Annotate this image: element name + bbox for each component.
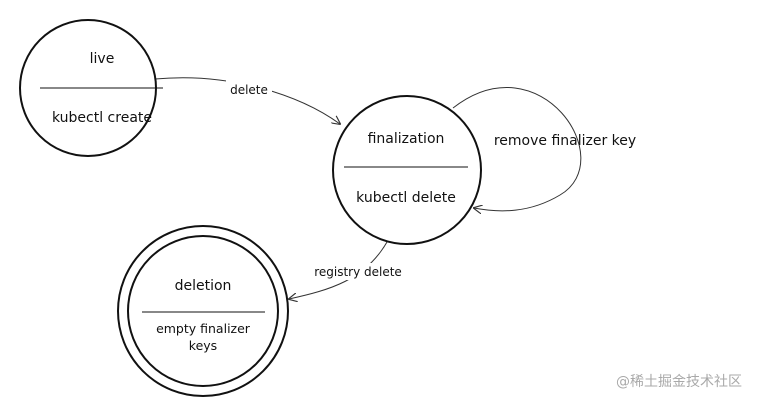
edge-delete-label: delete [230, 83, 268, 97]
state-deletion-action-line2: keys [189, 338, 217, 353]
state-finalization: finalization kubectl delete [332, 95, 482, 245]
edge-delete-label-bg [226, 80, 272, 98]
state-live-title: live [90, 51, 115, 67]
edge-remove-finalizer-key [452, 87, 582, 210]
edge-registry-delete-label-bg [308, 263, 408, 280]
edge-remove-finalizer-key-line [452, 87, 582, 210]
edge-registry-delete-line [289, 241, 388, 299]
watermark-text: @稀土掘金技术社区 [616, 374, 742, 390]
state-live: live kubectl create [19, 19, 163, 157]
edge-registry-delete [289, 241, 388, 299]
state-deletion: deletion empty finalizer keys [117, 225, 289, 397]
state-finalization-title: finalization [368, 131, 445, 147]
state-live-action: kubectl create [52, 110, 152, 126]
state-finalization-action: kubectl delete [356, 190, 456, 206]
edge-remove-finalizer-key-label: remove finalizer key [494, 133, 636, 149]
edge-registry-delete-label: registry delete [314, 265, 402, 279]
state-deletion-title: deletion [175, 278, 232, 294]
state-deletion-action-line1: empty finalizer [156, 321, 251, 336]
state-finalization-circle [332, 95, 482, 245]
state-deletion-inner-circle [127, 235, 279, 387]
